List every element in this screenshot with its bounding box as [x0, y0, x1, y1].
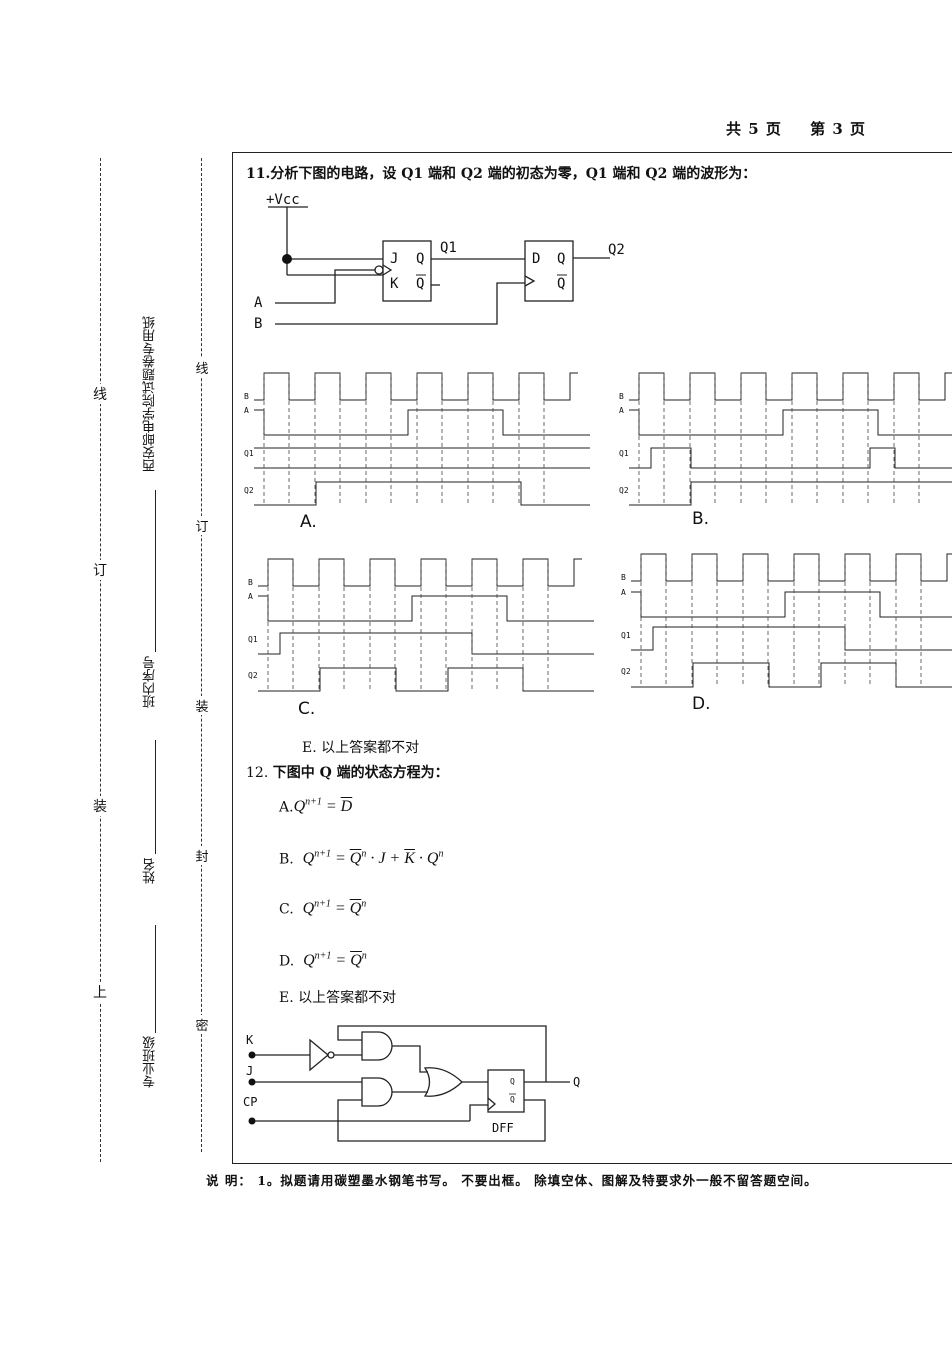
q12-option-a: A.Qn+1 = D [279, 797, 353, 816]
q12-circuit: K J CP Q DFF Q Q [243, 1025, 580, 1142]
inner-seal-char-1: 密 [192, 1015, 212, 1034]
q1-label: Q1 [440, 240, 457, 256]
q12-text: 12. 下图中 Q 端的状态方程为： [246, 762, 449, 782]
svg-text:Q2: Q2 [244, 486, 254, 495]
jk-k-label: K [390, 276, 399, 292]
waveform-option-a: B A Q1 Q2 [244, 372, 590, 506]
q12-option-c: C. Qn+1 = Qn [279, 899, 367, 918]
outer-seal-line [100, 158, 101, 1162]
inner-seal-char-4: 订 [192, 516, 212, 535]
jk-q-label: Q [416, 251, 424, 267]
inner-seal-char-5: 线 [192, 358, 212, 377]
q11-text: 11.分析下图的电路，设 Q1 端和 Q2 端的初态为零，Q1 端和 Q2 端的… [246, 166, 757, 182]
answer-frame [232, 152, 952, 1164]
svg-text:Q2: Q2 [248, 671, 258, 680]
waveform-option-b: B A Q1 Q2 [619, 372, 952, 506]
q12-option-b: B. Qn+1 = Qn · J + K · Qn [279, 849, 444, 868]
svg-text:B: B [244, 392, 249, 401]
d-qbar-label: Q [557, 276, 565, 292]
inner-seal-line [201, 158, 202, 1152]
seat-number-label: 班内序号 [143, 656, 158, 708]
q2-label: Q2 [608, 242, 625, 258]
svg-text:Q: Q [510, 1077, 515, 1086]
seal-char-4: 线 [90, 384, 110, 404]
waveform-option-d: B A Q1 Q2 [621, 553, 952, 688]
dff-label: DFF [492, 1121, 514, 1135]
class-field-label: 专业班级 [143, 1036, 158, 1088]
output-q-label: Q [573, 1075, 580, 1089]
svg-text:A: A [619, 406, 624, 415]
inner-seal-char-2: 封 [192, 846, 212, 865]
waveform-option-c: B A Q1 Q2 [248, 558, 594, 692]
seat-number-line [155, 490, 156, 652]
input-b-label: B [254, 316, 262, 332]
svg-text:B: B [621, 573, 626, 582]
svg-text:Q1: Q1 [244, 449, 254, 458]
input-k-label: K [246, 1033, 254, 1047]
current-page: 第 3 页 [810, 120, 867, 138]
total-pages: 共 5 页 [726, 120, 782, 138]
instructions-note: 说 明： 1。拟题请用碳塑墨水钢笔书写。 不要出框。 除填空体、图解及特要求外一… [206, 1173, 818, 1188]
seal-char-1: 上 [90, 982, 110, 1002]
input-a-label: A [254, 295, 263, 311]
input-cp-label: CP [243, 1095, 257, 1109]
class-field-line [155, 925, 156, 1033]
svg-text:Q1: Q1 [621, 631, 631, 640]
svg-text:A: A [244, 406, 249, 415]
school-paper-label: 西安邮电学院试题卷专用纸 [143, 316, 158, 472]
option-b-label: B. [692, 509, 710, 529]
jk-qbar-label: Q [416, 276, 424, 292]
q12-question: 下图中 Q 端的状态方程为： [272, 765, 449, 781]
svg-text:Q2: Q2 [621, 667, 631, 676]
page-counter: 共 5 页 第 3 页 [726, 118, 888, 139]
name-field-line [155, 740, 156, 854]
seal-char-2: 装 [90, 796, 110, 816]
svg-text:A: A [621, 588, 626, 597]
d-q-label: Q [557, 251, 565, 267]
name-field-label: 姓名 [143, 858, 158, 884]
d-label: D [532, 251, 540, 267]
q11-option-e: E. 以上答案都不对 [302, 740, 420, 756]
svg-text:A: A [248, 592, 253, 601]
svg-text:Q1: Q1 [619, 449, 629, 458]
q12-option-e: E. 以上答案都不对 [279, 990, 397, 1006]
q11-circuit: +Vcc A B Q1 Q2 J K Q Q D Q Q [254, 192, 625, 332]
q12-option-d: D. Qn+1 = Qn [279, 951, 367, 970]
svg-text:B: B [619, 392, 624, 401]
option-c-label: C. [298, 699, 316, 719]
q12-number: 12. [246, 765, 269, 781]
jk-j-label: J [390, 251, 398, 267]
svg-text:Q1: Q1 [248, 635, 258, 644]
seal-char-3: 订 [90, 560, 110, 580]
option-d-label: D. [692, 694, 711, 714]
input-j-label: J [246, 1064, 253, 1078]
svg-text:B: B [248, 578, 253, 587]
svg-text:Q: Q [510, 1095, 515, 1104]
vcc-label: +Vcc [266, 192, 300, 208]
inner-seal-char-3: 装 [192, 696, 212, 715]
svg-text:Q2: Q2 [619, 486, 629, 495]
option-a-label: A. [300, 512, 317, 532]
